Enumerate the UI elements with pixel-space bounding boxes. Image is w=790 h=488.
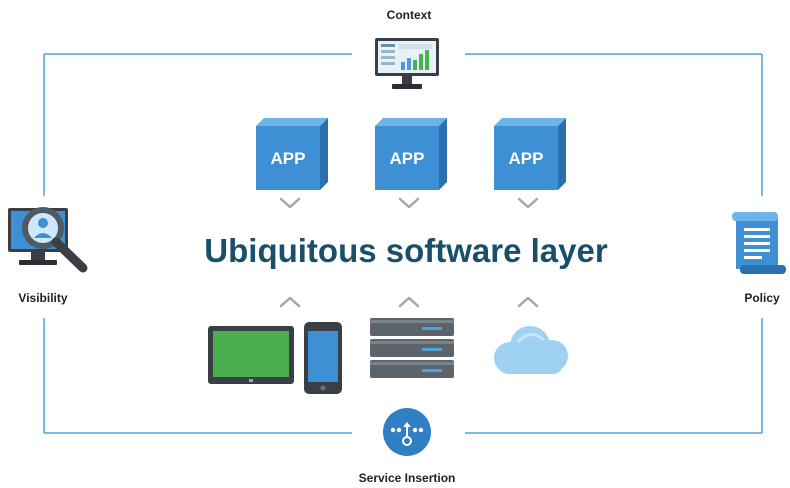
service-insertion-label: Service Insertion <box>358 471 456 485</box>
chevron-up-icon <box>517 296 539 308</box>
chevron-up-icon <box>279 296 301 308</box>
chevron-up-icon <box>398 296 420 308</box>
app-cube-1: APP <box>256 118 328 190</box>
app-cube-3: APP <box>494 118 566 190</box>
server-stack-icon <box>370 318 454 378</box>
chevron-down-icon <box>279 197 301 209</box>
phone-icon <box>304 322 342 394</box>
app-cube-2: APP <box>375 118 447 190</box>
policy-label: Policy <box>744 291 780 305</box>
cloud-icon <box>494 326 568 374</box>
chevron-down-icon <box>517 197 539 209</box>
app-label-1: APP <box>271 149 306 168</box>
visibility-label: Visibility <box>18 291 68 305</box>
headline: Ubiquitous software layer <box>204 232 608 269</box>
chevron-down-icon <box>398 197 420 209</box>
document-scroll-icon <box>732 212 786 274</box>
tablet-icon <box>208 326 294 384</box>
app-label-2: APP <box>390 149 425 168</box>
service-chain-icon <box>383 408 431 456</box>
monitor-dashboard-icon <box>375 38 439 89</box>
app-label-3: APP <box>509 149 544 168</box>
context-label: Context <box>386 8 432 22</box>
magnifier-monitor-icon <box>8 207 88 273</box>
